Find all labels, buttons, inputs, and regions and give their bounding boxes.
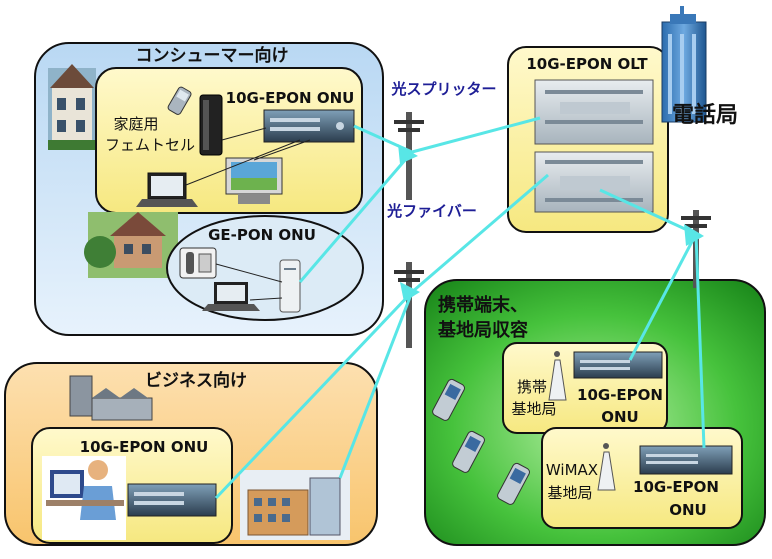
business-onu-device-icon (127, 483, 217, 517)
handset-icon-3 (497, 462, 530, 505)
mobile-title-line1: 携帯端末、 (438, 294, 528, 316)
olt-label: 10G-EPON OLT (526, 55, 648, 73)
mobile-phone-icon (167, 86, 192, 115)
bs1-label-line1: 携帯 (517, 378, 547, 396)
femtocell-label-line2: フェムトセル (105, 136, 195, 154)
handset-icon-1 (432, 378, 465, 421)
cottage-image (84, 212, 178, 278)
bs1-label-line2: 基地局 (511, 400, 556, 418)
business-onu-label: 10G-EPON ONU (80, 438, 209, 456)
factory-image (69, 375, 153, 421)
gepon-onu-device-icon (279, 259, 301, 313)
fiber-lines (214, 116, 706, 500)
consumer-onu-label: 10G-EPON ONU (226, 89, 355, 107)
bs2-onu-device-icon (639, 445, 733, 475)
fiber-arrowheads (398, 144, 704, 302)
telephone-office-building-icon (661, 6, 707, 123)
bs1-onu-device-icon (573, 351, 663, 379)
femtocell-label-line1: 家庭用 (113, 115, 158, 133)
bs1-onu-label-line1: 10G-EPON (577, 386, 663, 404)
mobile-title-line2: 基地局収容 (437, 319, 528, 341)
bs1-antenna-icon (548, 351, 567, 401)
gepon-laptop-icon (202, 282, 260, 311)
bs2-onu-label-line2: ONU (669, 501, 707, 519)
office-building-image (240, 470, 350, 540)
bs1-onu-label-line2: ONU (601, 408, 639, 426)
mobile-panel: 携帯端末、 基地局収容 携帯 基地局 10G-EPON ONU (424, 279, 766, 546)
office-worker-image (42, 456, 126, 540)
laptop-icon (136, 172, 198, 207)
telephone-office-label: 電話局 (672, 102, 738, 128)
bs2-onu-label-line1: 10G-EPON (633, 478, 719, 496)
utility-pole-2-icon (394, 262, 424, 348)
bs2-label-line2: 基地局 (547, 484, 592, 502)
desk-phone-icon (179, 247, 217, 279)
consumer-onu-device-icon (263, 109, 355, 143)
handset-icon-2 (452, 430, 485, 473)
bs2-label-line1: WiMAX (546, 461, 598, 479)
gepon-onu-label: GE-PON ONU (208, 226, 316, 244)
olt-rack-icon (534, 79, 654, 213)
business-panel: ビジネス向け 10G-EPON ONU (4, 362, 378, 546)
house-image (48, 64, 98, 150)
splitter-label: 光スプリッター (390, 80, 496, 98)
consumer-panel: コンシューマー向け 10G-EPON ONU 家庭用 フェムトセル (34, 42, 384, 336)
olt-panel: 10G-EPON OLT (507, 46, 669, 233)
bs2-antenna-icon (597, 443, 616, 491)
business-title: ビジネス向け (145, 370, 247, 391)
consumer-title: コンシューマー向け (136, 45, 289, 66)
fiber-label: 光ファイバー (386, 202, 477, 220)
